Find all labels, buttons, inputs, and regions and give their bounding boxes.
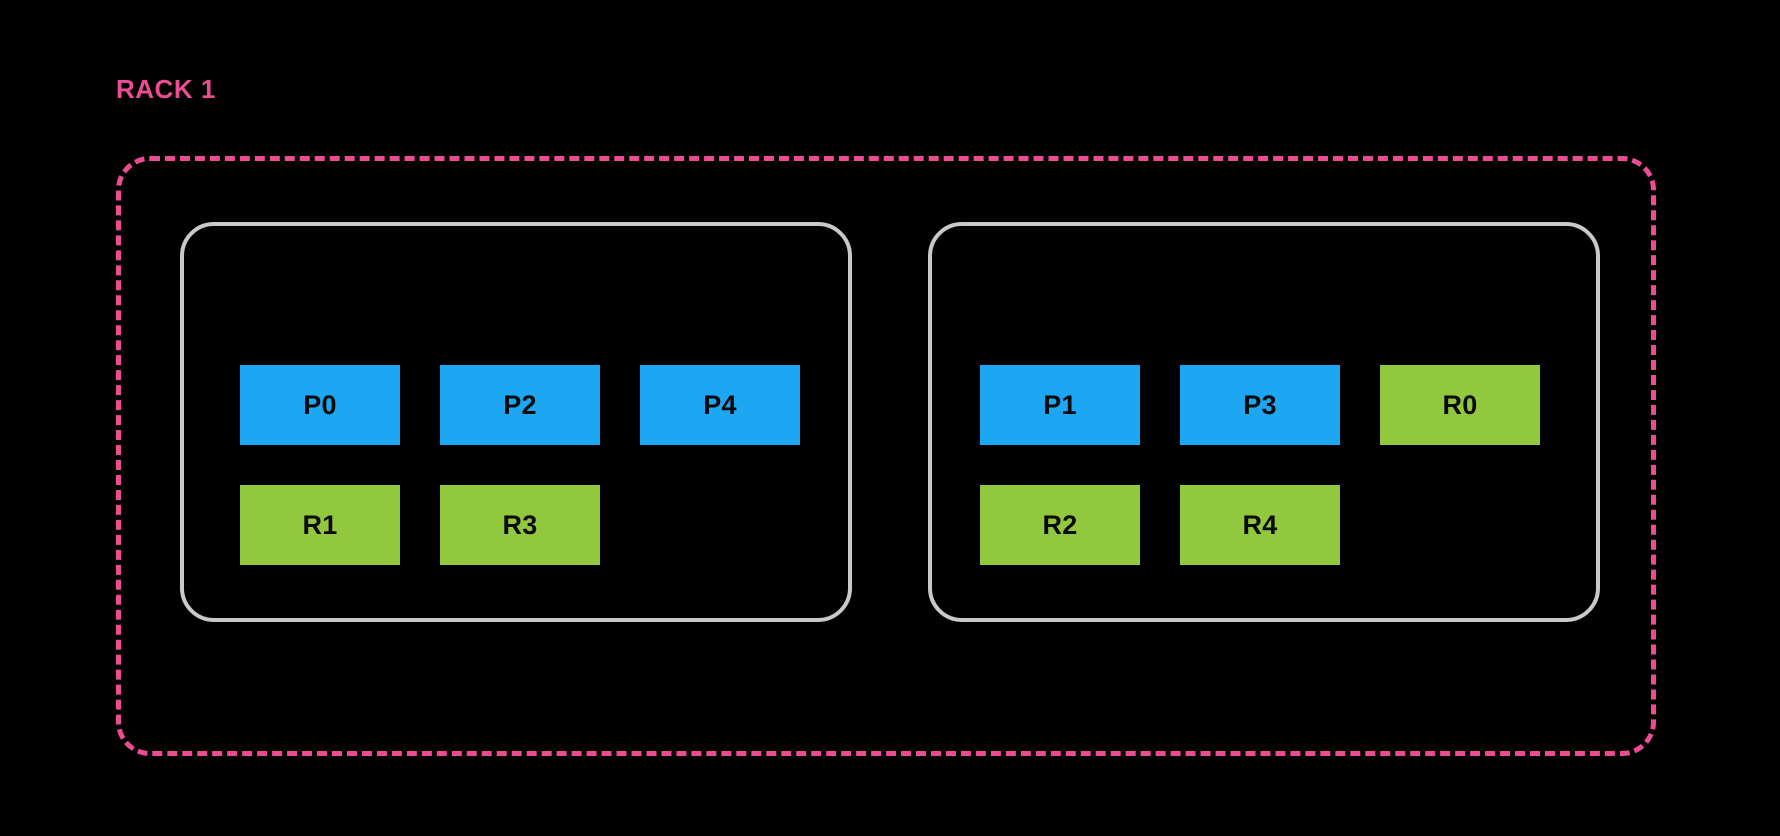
chip-r4[interactable]: R4 bbox=[1180, 485, 1340, 565]
rack-label: RACK 1 bbox=[116, 74, 216, 104]
chip-r2[interactable]: R2 bbox=[980, 485, 1140, 565]
chip-p3[interactable]: P3 bbox=[1180, 365, 1340, 445]
chip-p2[interactable]: P2 bbox=[440, 365, 600, 445]
chip-p1[interactable]: P1 bbox=[980, 365, 1140, 445]
chip-p4[interactable]: P4 bbox=[640, 365, 800, 445]
chip-r1[interactable]: R1 bbox=[240, 485, 400, 565]
chip-r3[interactable]: R3 bbox=[440, 485, 600, 565]
chip-p0[interactable]: P0 bbox=[240, 365, 400, 445]
chip-r0[interactable]: R0 bbox=[1380, 365, 1540, 445]
rack-boundary bbox=[116, 156, 1656, 756]
